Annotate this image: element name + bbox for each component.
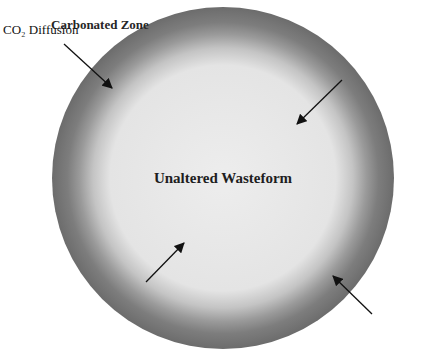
wasteform-core: Unaltered Wasteform — [146, 166, 301, 191]
core-label: Unaltered Wasteform — [146, 170, 301, 187]
diffusion-arrow — [333, 276, 372, 314]
carbonated-zone-circle: Unaltered WasteformCarbonated Zone — [51, 6, 395, 350]
diffusion-arrow — [146, 243, 184, 282]
diffusion-arrow — [297, 80, 342, 124]
wasteform-disc — [52, 7, 394, 349]
diffusion-arrow — [64, 44, 112, 88]
diffusion-label: CO₂ Diffusion — [3, 22, 78, 38]
